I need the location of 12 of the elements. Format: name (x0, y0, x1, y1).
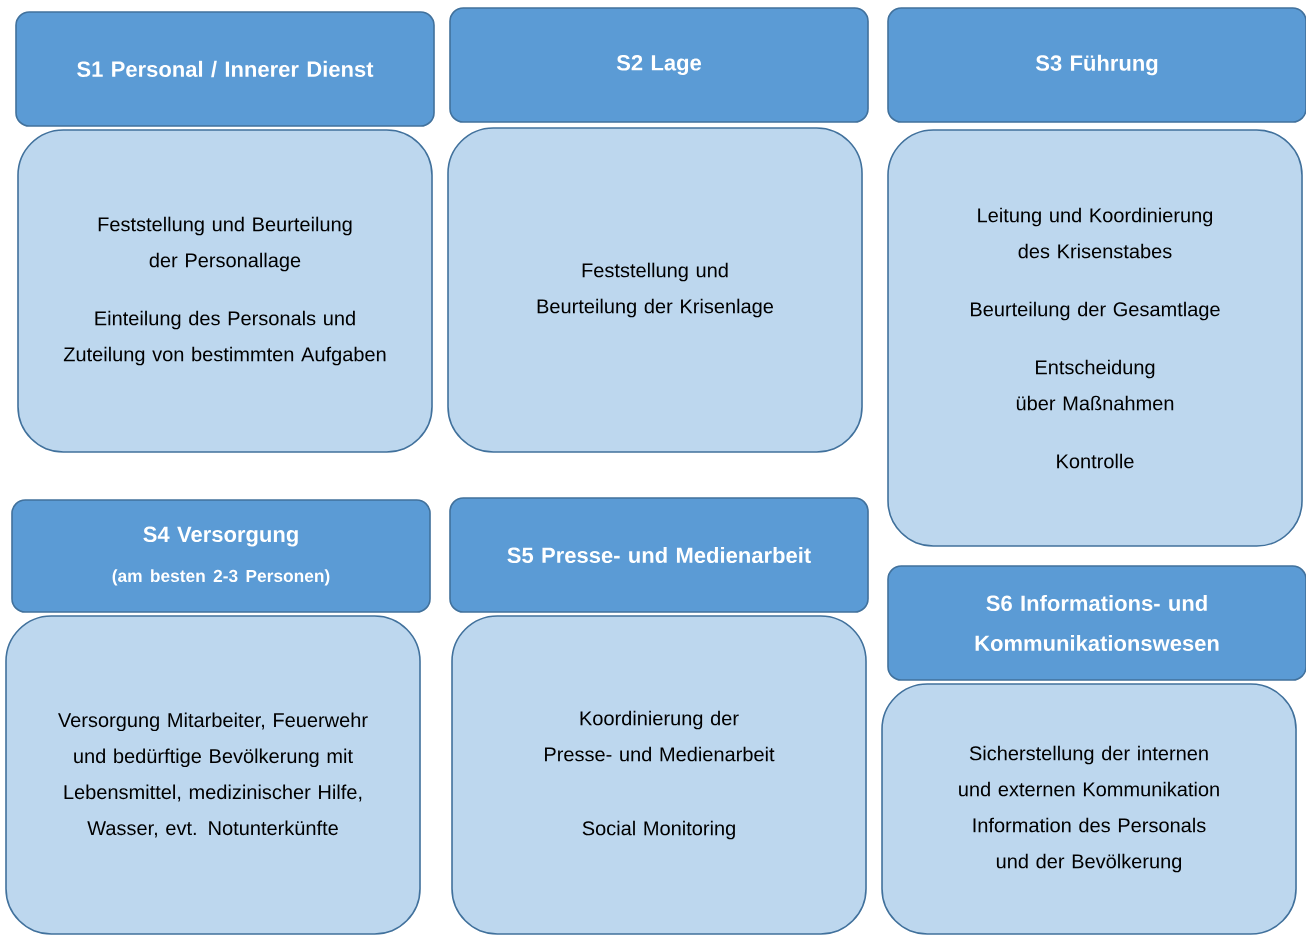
info-box: Feststellung und Beurteilung der Personallage Einteilung des Personals und Zuteilung von bestimmten Aufgaben (17, 129, 433, 453)
info-box: Koordinierung der Presse- und Medienarbeit Social Monitoring (451, 615, 867, 935)
header-box: S3 Führung (887, 7, 1306, 123)
info-box: Versorgung Mitarbeiter, Feuerwehr und bedürftige Bevölkerung mit Lebensmittel, medizinischer Hilfe, Wasser, evt. Notunterkünfte (5, 615, 421, 935)
header-box: S2 Lage (449, 7, 869, 123)
info-box: Leitung und Koordinierung des Krisenstabes Beurteilung der Gesamtlage Entscheidung über Maßnahmen Kontrolle (887, 129, 1303, 547)
header-box: S1 Personal / Innerer Dienst (15, 11, 435, 127)
header-box: S4 Versorgung (am besten 2-3 Personen) (11, 499, 431, 613)
info-box: Feststellung und Beurteilung der Krisenlage (447, 127, 863, 453)
header-box: S6 Informations- und Kommunikationswesen (887, 565, 1306, 681)
header-box: S5 Presse- und Medienarbeit (449, 497, 869, 613)
info-box: Sicherstellung der internen und externen Kommunikation Information des Personals und der Bevölkerung (881, 683, 1297, 935)
